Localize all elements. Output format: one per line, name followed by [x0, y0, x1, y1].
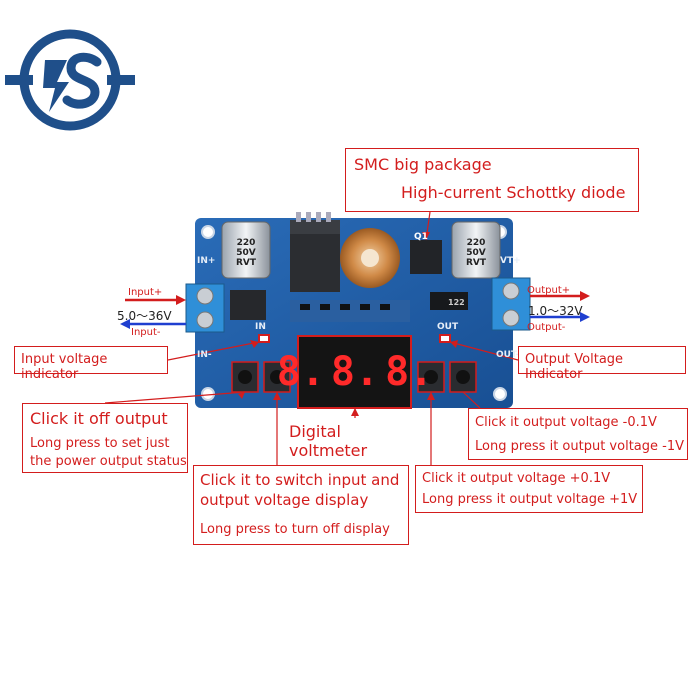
cap-left-label: 220 50V RVT: [235, 238, 257, 268]
input-led: [258, 334, 270, 343]
silk-q1: Q1: [414, 232, 428, 242]
silk-in-minus: IN-: [197, 350, 212, 360]
minus-click: Click it output voltage -0.1V: [475, 415, 657, 430]
output-indicator-annotation: Output Voltage Indicator: [518, 346, 686, 382]
input-indicator-annotation: Input voltage indicator: [14, 346, 168, 382]
minus-button-annotation: Click it output voltage -0.1V Long press…: [468, 408, 688, 460]
output-minus-label: Output-: [527, 322, 566, 333]
digital-voltmeter-annotation: Digital voltmeter: [283, 418, 425, 460]
silk-out: OUT: [437, 322, 459, 332]
off-detail: Long press to set just the power output …: [30, 436, 187, 469]
switch-title: Click it to switch input and output volt…: [200, 471, 400, 509]
input-range-label: 5.0～36V: [117, 309, 172, 323]
plus-click: Click it output voltage +0.1V: [422, 471, 611, 486]
input-plus-arrow: [125, 295, 186, 305]
switch-long: Long press to turn off display: [200, 522, 390, 537]
button-off-output: [231, 361, 259, 393]
input-plus-label: Input+: [128, 287, 163, 298]
silk-vt: VT+: [500, 256, 521, 266]
smc-line1: SMC big package: [354, 155, 492, 174]
silk-in-plus: IN+: [197, 256, 216, 266]
brand-logo-icon: [5, 29, 135, 131]
off-title: Click it off output: [30, 409, 168, 428]
display-digit-3: 8.: [385, 349, 434, 395]
cap-right-label: 220 50V RVT: [465, 238, 487, 268]
silk-vout: OUT-: [496, 350, 520, 360]
display-digits: 8. 8. 8.: [277, 342, 434, 402]
input-minus-arrow: [120, 319, 186, 329]
output-plus-arrow: [530, 291, 590, 301]
display-digit-2: 8.: [330, 349, 380, 395]
plus-long: Long press it output voltage +1V: [422, 492, 638, 507]
smc-line2: High-current Schottky diode: [401, 183, 626, 202]
off-output-annotation: Click it off output Long press to set ju…: [22, 403, 188, 473]
plus-button-annotation: Click it output voltage +0.1V Long press…: [415, 465, 643, 513]
button-switch-display: [263, 361, 291, 393]
output-range-label: 1.0～32V: [528, 304, 583, 318]
output-minus-arrow: [530, 312, 590, 322]
capacitor-right: [451, 221, 501, 279]
switch-button-annotation: Click it to switch input and output volt…: [193, 465, 409, 545]
input-minus-label: Input-: [131, 327, 161, 338]
minus-long: Long press it output voltage -1V: [475, 439, 684, 454]
output-led: [439, 334, 451, 343]
regulator-ic: [290, 232, 340, 292]
output-plus-label: Output+: [527, 285, 571, 296]
display-digit-1: 8.: [276, 349, 325, 395]
schottky-diode: [410, 240, 442, 274]
smc-diode-annotation: SMC big package High-current Schottky di…: [345, 148, 639, 212]
silk-in: IN: [255, 322, 266, 332]
smd-code: 122: [448, 298, 465, 307]
capacitor-left: [221, 221, 271, 279]
button-minus: [449, 361, 477, 393]
seven-segment-display: [297, 335, 412, 409]
